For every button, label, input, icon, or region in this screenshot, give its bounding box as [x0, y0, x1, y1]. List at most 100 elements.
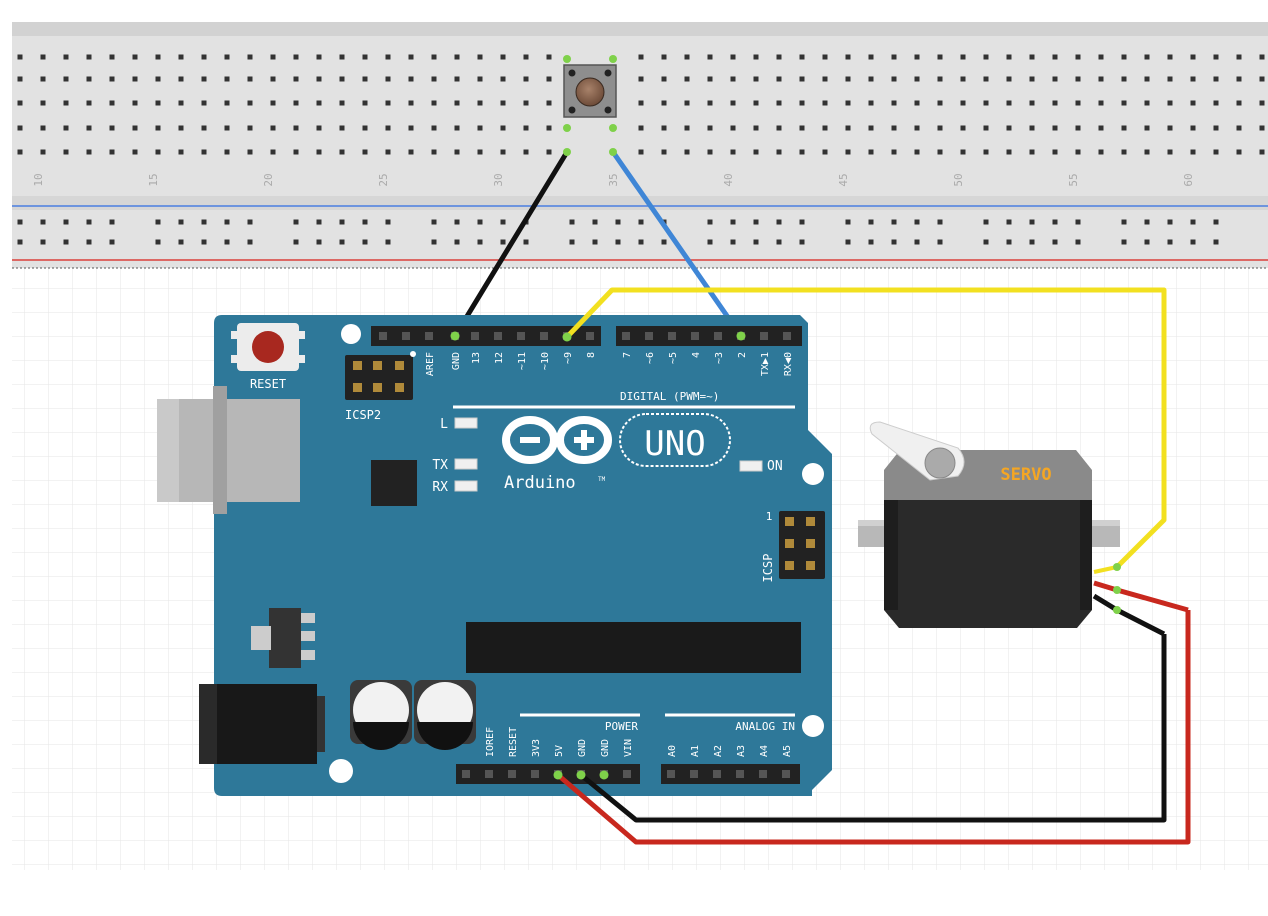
- servo-label: SERVO: [1000, 465, 1051, 485]
- power-rail-hole: [431, 219, 437, 225]
- breadboard-hole: [1052, 125, 1058, 131]
- power-rail-hole: [730, 239, 736, 245]
- header-pin[interactable]: [485, 770, 493, 778]
- breadboard-hole: [1213, 100, 1219, 106]
- capacitor: [414, 680, 476, 750]
- power-rail-hole: [638, 219, 644, 225]
- breadboard-column-number: 50: [952, 173, 965, 186]
- breadboard-hole: [316, 149, 322, 155]
- header-pin[interactable]: [691, 332, 699, 340]
- breadboard-hole: [362, 149, 368, 155]
- breadboard-hole: [247, 76, 253, 82]
- breadboard-hole: [983, 54, 989, 60]
- breadboard-hole: [454, 149, 460, 155]
- breadboard-column-number: 40: [722, 173, 735, 186]
- wire-black-button-gnd: [452, 149, 570, 339]
- breadboard-hole: [132, 76, 138, 82]
- breadboard-hole: [546, 76, 552, 82]
- header-pin[interactable]: [425, 332, 433, 340]
- breadboard-hole: [1006, 54, 1012, 60]
- header-pin[interactable]: [462, 770, 470, 778]
- power-rail-hole: [86, 219, 92, 225]
- header-pin[interactable]: [736, 770, 744, 778]
- header-pin[interactable]: [782, 770, 790, 778]
- breadboard-hole: [776, 149, 782, 155]
- power-rail-hole: [339, 219, 345, 225]
- breadboard-hole: [638, 54, 644, 60]
- breadboard-hole: [1167, 100, 1173, 106]
- header-pin[interactable]: [690, 770, 698, 778]
- breadboard-hole: [454, 100, 460, 106]
- power-rail-hole: [500, 219, 506, 225]
- breadboard-hole: [799, 100, 805, 106]
- header-pin[interactable]: [540, 332, 548, 340]
- header-pin[interactable]: [713, 770, 721, 778]
- breadboard-hole: [86, 125, 92, 131]
- digital-pin-label: 2: [737, 352, 748, 358]
- breadboard-hole: [937, 149, 943, 155]
- breadboard-hole: [822, 54, 828, 60]
- breadboard-hole: [845, 149, 851, 155]
- digital-pin-label: ~3: [714, 352, 725, 364]
- breadboard-hole: [891, 149, 897, 155]
- header-pin[interactable]: [622, 332, 630, 340]
- analog-label: ANALOG IN: [735, 720, 795, 733]
- breadboard-hole: [960, 125, 966, 131]
- breadboard-hole: [1259, 54, 1265, 60]
- breadboard-hole: [684, 54, 690, 60]
- breadboard-hole: [477, 149, 483, 155]
- power-rail-hole: [1190, 219, 1196, 225]
- header-pin[interactable]: [783, 332, 791, 340]
- breadboard-hole: [730, 100, 736, 106]
- header-pin[interactable]: [531, 770, 539, 778]
- header-pin[interactable]: [623, 770, 631, 778]
- reset-button[interactable]: [252, 331, 284, 363]
- breadboard-hole: [868, 54, 874, 60]
- header-pin[interactable]: [379, 332, 387, 340]
- power-rail-hole: [201, 239, 207, 245]
- digital-pin-label: 12: [494, 352, 505, 364]
- brand-label: Arduino: [504, 473, 576, 493]
- breadboard-hole: [339, 76, 345, 82]
- breadboard-hole: [891, 54, 897, 60]
- breadboard-hole: [1190, 100, 1196, 106]
- header-pin[interactable]: [471, 332, 479, 340]
- header-pin[interactable]: [759, 770, 767, 778]
- header-pin[interactable]: [586, 332, 594, 340]
- breadboard-hole: [293, 125, 299, 131]
- breadboard-hole: [63, 125, 69, 131]
- power-rail-hole: [569, 219, 575, 225]
- digital-pin-label: 7: [622, 352, 633, 358]
- header-pin[interactable]: [760, 332, 768, 340]
- breadboard-hole: [17, 76, 23, 82]
- header-pin[interactable]: [402, 332, 410, 340]
- header-pin[interactable]: [508, 770, 516, 778]
- breadboard-hole: [983, 76, 989, 82]
- header-pin[interactable]: [667, 770, 675, 778]
- breadboard-hole: [431, 149, 437, 155]
- mounting-hole: [802, 463, 824, 485]
- usb-chip: [371, 460, 417, 506]
- on-label: ON: [767, 459, 783, 474]
- header-pin[interactable]: [714, 332, 722, 340]
- breadboard-hole: [155, 76, 161, 82]
- push-button[interactable]: [563, 55, 617, 132]
- header-pin[interactable]: [517, 332, 525, 340]
- digital-pin-label: 8: [586, 352, 597, 358]
- breadboard-hole: [1144, 76, 1150, 82]
- power-rail-hole: [178, 239, 184, 245]
- header-block: [661, 764, 800, 784]
- icsp-label: ICSP: [761, 554, 775, 583]
- breadboard-hole: [63, 54, 69, 60]
- header-pin[interactable]: [494, 332, 502, 340]
- power-rail-hole: [1144, 239, 1150, 245]
- breadboard-hole: [431, 76, 437, 82]
- header-block: [616, 326, 802, 346]
- header-pin[interactable]: [645, 332, 653, 340]
- breadboard-hole: [1144, 54, 1150, 60]
- power-rail-hole: [776, 219, 782, 225]
- breadboard-hole: [523, 149, 529, 155]
- header-pin[interactable]: [668, 332, 676, 340]
- breadboard-hole: [431, 54, 437, 60]
